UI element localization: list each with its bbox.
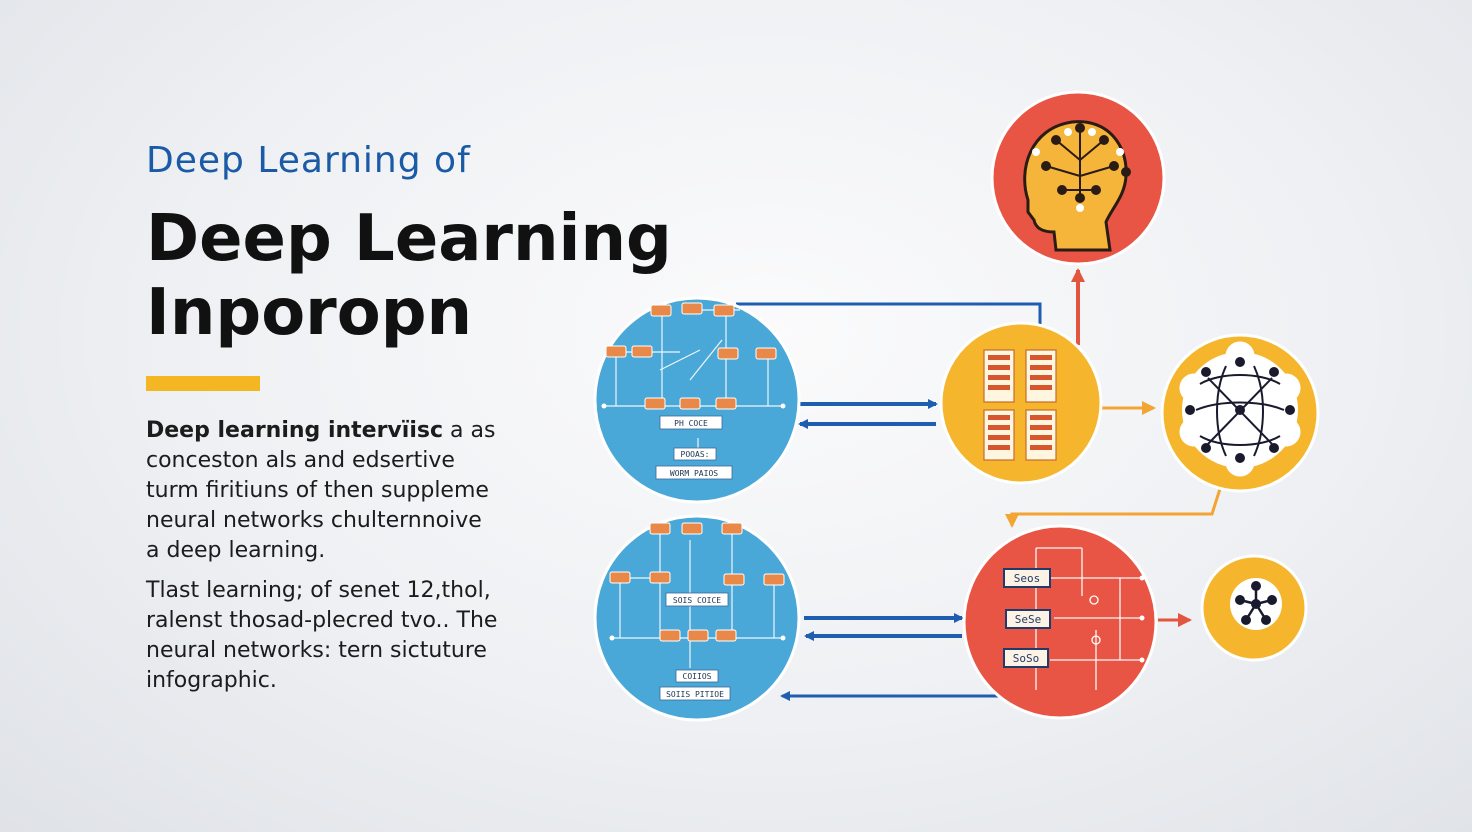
yellow-circle-middle [939,321,1103,485]
connector-bottom-blue [780,690,1002,701]
connector-orange-loop [1005,469,1228,528]
intro-rest: a as conceston als and edsertive turm fi… [146,418,496,563]
top-tag-1: PH COCE [674,419,708,428]
top-circle-tags: PH COCE POOAS: WORM PAIOS [655,415,733,480]
second-paragraph-text: Tlast learning; of senet 12,thol, ralens… [146,578,498,693]
top-tag-3: WORM PAIOS [670,469,718,478]
blue-circle-top: PH COCE POOAS: WORM PAIOS [593,296,801,504]
red-circle-boxes: Seos SeSe SoSo [1003,568,1051,668]
yellow-circle-right [1160,333,1320,493]
intro-paragraph: Deep learning intervïisc a as conceston … [146,416,566,566]
blue-circle-bottom: SOIS COICE COIIOS SOIIS PITIOE [593,514,801,722]
red-box-3: SoSo [1013,652,1040,665]
matrix-block-left [983,349,1015,461]
connector-top-blue [736,302,1042,330]
subtitle: Deep Learning of [146,140,471,181]
page-title: Deep Learning Inporopn [146,202,672,350]
accent-bar [146,376,260,391]
intro-lead: Deep learning intervïisc [146,418,443,443]
bottom-circle-tags: SOIS COICE COIIOS SOIIS PITIOE [659,592,731,701]
yellow-circle-small [1200,554,1308,662]
head-brain-icon [1023,120,1131,252]
neural-network-icon [1179,341,1301,477]
bottom-tag-1: SOIS COICE [673,596,721,605]
top-tag-2: POOAS: [681,450,710,459]
matrix-block-right [1025,349,1057,461]
second-paragraph: Tlast learning; of senet 12,thol, ralens… [146,576,566,696]
connectors [736,268,1228,701]
graph-nodes-icon [1230,578,1282,630]
red-box-2: SeSe [1015,613,1042,626]
title-line-1: Deep Learning [146,202,672,276]
bottom-tag-3: SOIIS PITIOE [666,690,724,699]
bottom-tag-2: COIIOS [683,672,712,681]
red-circle-top [990,90,1166,266]
red-box-1: Seos [1014,572,1041,585]
title-line-2: Inporopn [146,276,473,350]
red-circle-bottom: Seos SeSe SoSo [962,524,1158,720]
